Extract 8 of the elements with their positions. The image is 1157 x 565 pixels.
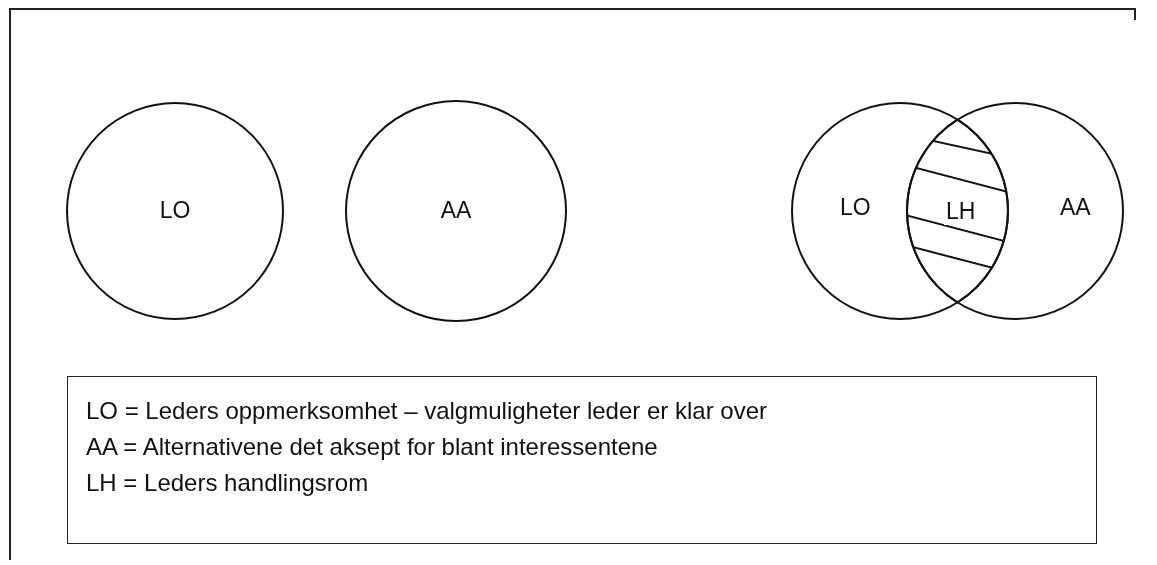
circle-label: AA <box>1060 194 1091 221</box>
legend-entry: AA = Alternativene det aksept for blant interessentene <box>86 432 659 462</box>
legend-box <box>67 376 1097 544</box>
legend-entry: LH = Leders handlingsrom <box>86 468 370 498</box>
legend-entry: LO = Leders oppmerksomhet – valgmuligheter leder er klar over <box>86 396 768 426</box>
circle-label: LO <box>158 197 192 224</box>
circle-label: LO <box>840 194 871 221</box>
circle-label: AA <box>439 197 473 224</box>
